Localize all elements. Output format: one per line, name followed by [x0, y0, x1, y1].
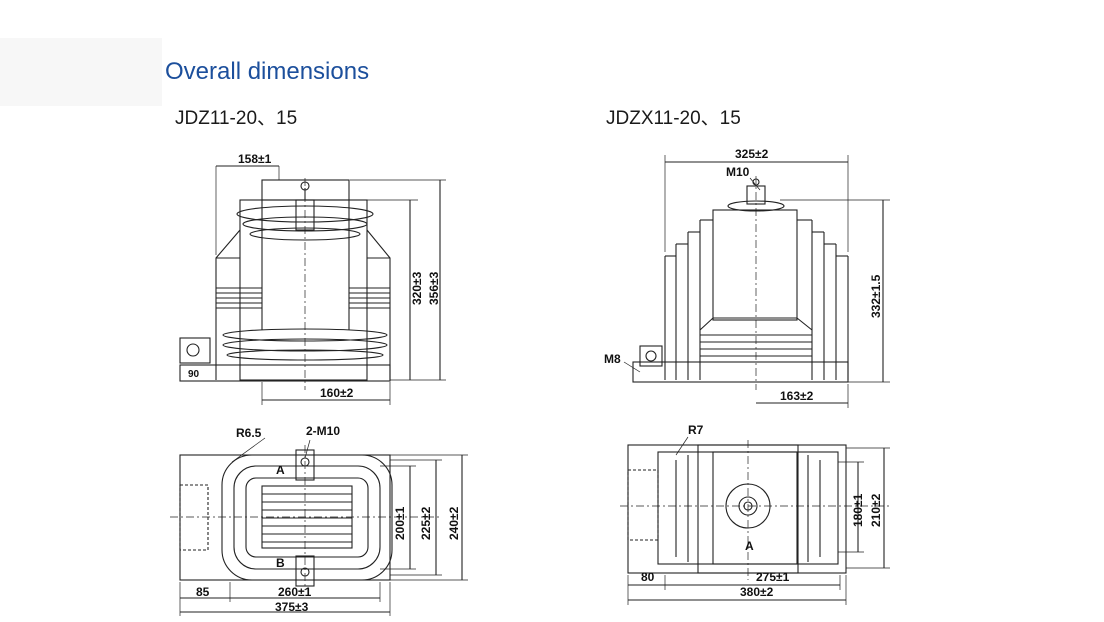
page-title: Overall dimensions	[165, 58, 370, 85]
dim-right-plan-w2: 380±2	[740, 585, 774, 599]
dim-right-plan-h1: 180±1	[851, 493, 865, 527]
dim-right-plan-h2: 210±2	[869, 493, 883, 527]
dim-right-plan-radius: R7	[688, 423, 704, 437]
left-plan-label-a: A	[276, 463, 285, 477]
right-plan-view	[620, 436, 890, 605]
dim-right-plan-offset: 80	[641, 570, 655, 584]
model-label-right: JDZX11-20、15	[606, 108, 741, 129]
dim-left-top-width: 158±1	[238, 152, 272, 166]
dim-left-plan-h2: 225±2	[419, 506, 433, 540]
dim-left-plan-h3: 240±2	[447, 506, 461, 540]
right-front-view	[623, 155, 890, 408]
right-ground-label: M8	[604, 352, 621, 366]
dim-left-plan-radius: R6.5	[236, 426, 262, 440]
dim-left-base: 160±2	[320, 386, 354, 400]
model-label-left: JDZ11-20、15	[175, 108, 298, 129]
dim-left-plan-h1: 200±1	[393, 506, 407, 540]
dim-right-plan-w1: 275±1	[756, 570, 790, 584]
dim-left-height-total: 356±3	[427, 271, 441, 305]
dim-left-plan-holes: 2-M10	[306, 424, 340, 438]
dim-right-top-width: 325±2	[735, 147, 769, 161]
left-plan-label-b: B	[276, 556, 285, 570]
left-front-view	[179, 165, 446, 405]
dim-left-plan-w2: 375±3	[275, 600, 309, 614]
dim-right-height: 332±1.5	[869, 274, 883, 318]
right-terminal-label: M10	[726, 165, 750, 179]
left-front-bolt: 90	[188, 369, 200, 380]
dim-right-base: 163±2	[780, 389, 814, 403]
header-band	[0, 38, 162, 106]
dim-left-plan-w1: 260±1	[278, 585, 312, 599]
left-plan-view	[170, 437, 468, 616]
dim-left-plan-offset: 85	[196, 585, 210, 599]
right-plan-label-a: A	[745, 539, 754, 553]
dim-left-height-inner: 320±3	[410, 271, 424, 305]
